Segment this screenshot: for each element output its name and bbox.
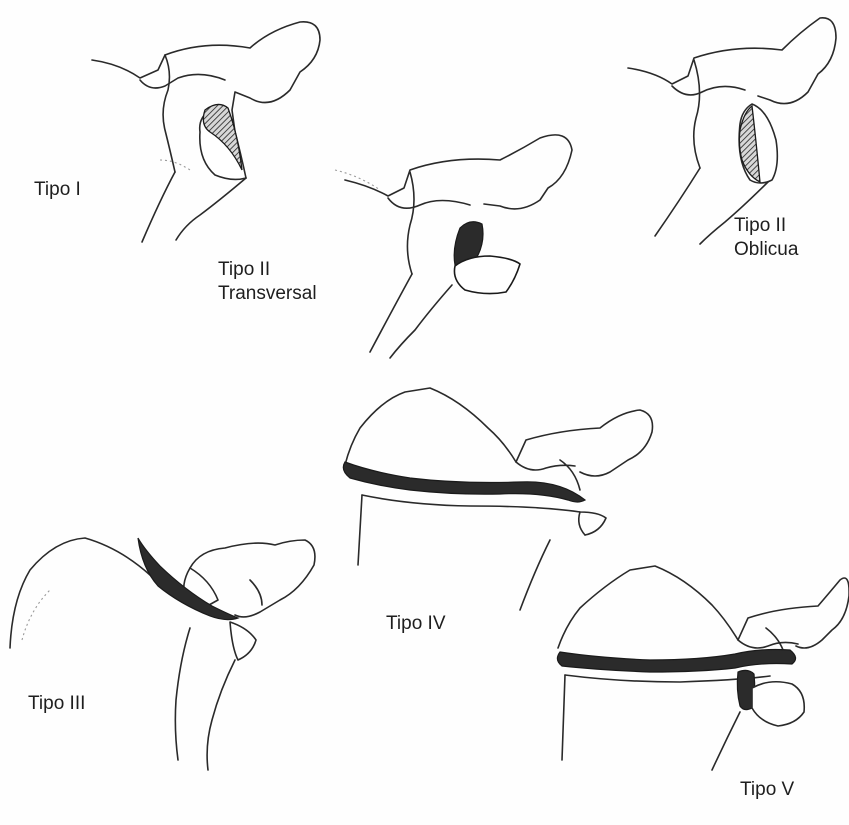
- label-tipo-i-text: Tipo I: [34, 178, 81, 202]
- label-tipo-v: Tipo V: [740, 778, 794, 802]
- label-tipo-ii-transversal-line2: Transversal: [218, 282, 317, 306]
- label-tipo-iii-text: Tipo III: [28, 692, 85, 716]
- label-tipo-ii-oblicua-line2: Oblicua: [734, 238, 798, 262]
- tipo-ii-transversal-figure: [335, 135, 572, 358]
- tipo-iv-figure: [343, 388, 652, 610]
- label-tipo-ii-transversal: Tipo II Transversal: [218, 258, 317, 306]
- label-tipo-iii: Tipo III: [28, 692, 85, 716]
- label-tipo-ii-oblicua-line1: Tipo II: [734, 214, 798, 238]
- label-tipo-ii-oblicua: Tipo II Oblicua: [734, 214, 798, 262]
- tipo-i-figure: [92, 22, 320, 242]
- label-tipo-i: Tipo I: [34, 178, 81, 202]
- tipo-iii-figure: [10, 538, 315, 770]
- tipo-v-figure: [557, 566, 849, 770]
- label-tipo-iv: Tipo IV: [386, 612, 446, 636]
- label-tipo-iv-text: Tipo IV: [386, 612, 446, 636]
- tipo-ii-oblicua-figure: [628, 18, 836, 244]
- label-tipo-v-text: Tipo V: [740, 778, 794, 802]
- label-tipo-ii-transversal-line1: Tipo II: [218, 258, 317, 282]
